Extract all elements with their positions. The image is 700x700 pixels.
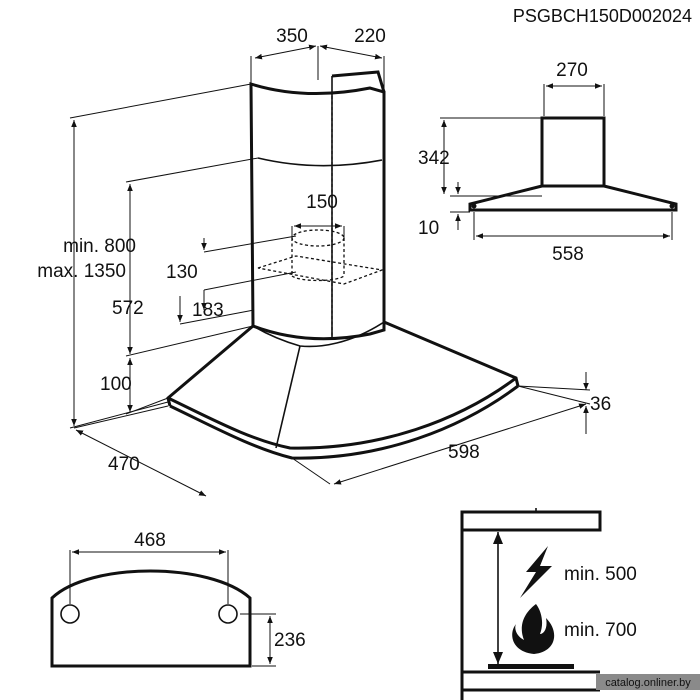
hood-side-view: 270 342 10 558 — [418, 60, 678, 265]
clearance-gas: min. 700 — [564, 620, 637, 641]
dim-side-chimney-width: 270 — [556, 60, 588, 81]
dim-side-chimney-height: 342 — [418, 148, 450, 169]
dim-outlet-diameter: 150 — [306, 192, 338, 213]
dim-side-rim-height: 10 — [418, 218, 439, 239]
dim-chimney-side: 220 — [354, 26, 386, 47]
dim-height-max: max. 1350 — [37, 261, 126, 282]
dim-depth: 470 — [108, 454, 140, 475]
dimension-arrows — [71, 44, 589, 497]
chimney — [249, 70, 386, 341]
lightning-bolt-icon — [520, 546, 552, 598]
mounting-bracket-view: 468 236 — [50, 530, 306, 668]
dim-hole-height: 236 — [274, 630, 306, 651]
canopy — [166, 320, 520, 460]
watermark-text: catalog.onliner.by — [605, 677, 691, 689]
clearance-view: min. 500 min. 700 — [460, 508, 637, 700]
dim-outlet-offset: 130 — [166, 262, 198, 283]
dim-width: 598 — [448, 442, 480, 463]
extension-lines — [69, 46, 591, 485]
dim-side-base-width: 558 — [552, 244, 584, 265]
dim-height-min: min. 800 — [63, 236, 136, 257]
flame-icon — [512, 604, 555, 654]
dim-edge-height: 36 — [590, 394, 611, 415]
dim-hole-spacing: 468 — [134, 530, 166, 551]
dim-outlet-height: 183 — [192, 300, 224, 321]
model-code: PSGBCH150D002024 — [513, 6, 692, 26]
clearance-electric: min. 500 — [564, 564, 637, 585]
dim-canopy-height: 100 — [100, 374, 132, 395]
hood-perspective-view: 350 220 150 min. 800 max. 1350 572 130 1… — [37, 26, 611, 497]
watermark: catalog.onliner.by — [596, 674, 700, 690]
dim-chimney-front: 350 — [276, 26, 308, 47]
dim-duct-height: 572 — [112, 298, 144, 319]
